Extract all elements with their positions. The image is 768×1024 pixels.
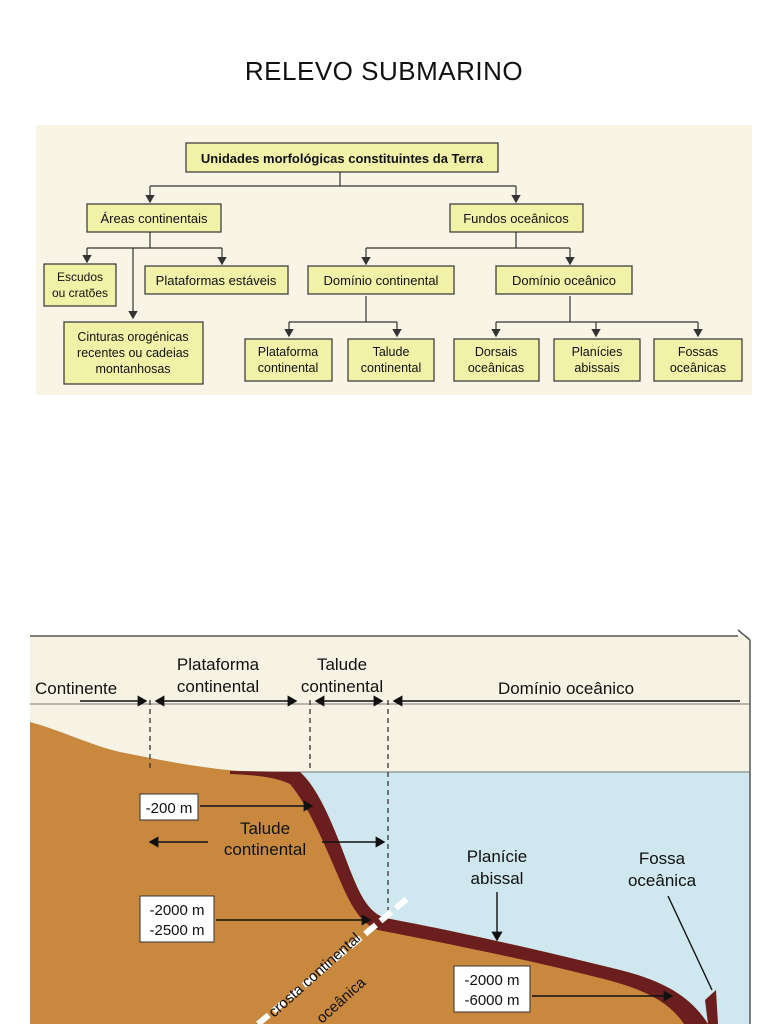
continental-shelf-box: Plataforma continental xyxy=(244,338,333,382)
orogenic-label-2: recentes ou cadeias xyxy=(77,346,189,360)
land-mass xyxy=(30,722,708,1024)
label-shelf-1: Plataforma xyxy=(177,655,260,674)
root-box: Unidades morfológicas constituintes da T… xyxy=(185,142,499,173)
shelf-label-1: Plataforma xyxy=(258,345,318,359)
continental-slope-box: Talude continental xyxy=(347,338,435,382)
depth-2000-6000-box xyxy=(453,965,531,1013)
shields-label-2: ou cratões xyxy=(52,286,108,300)
slope-label-2: continental xyxy=(361,361,421,375)
oceanic-trenches-box: Fossas oceânicas xyxy=(653,338,743,382)
shelf-label-2: continental xyxy=(258,361,318,375)
label-slope-top-1: Talude xyxy=(317,655,367,674)
shields-box: Escudos ou cratões xyxy=(43,263,117,307)
depth-2500-label: -2500 m xyxy=(149,922,204,939)
depth-2000-label: -2000 m xyxy=(149,902,204,919)
continental-areas-label: Áreas continentais xyxy=(101,211,208,226)
slope-label-1: Talude xyxy=(373,345,410,359)
continental-domain-box: Domínio continental xyxy=(307,265,455,295)
plains-label-2: abissais xyxy=(574,361,619,375)
label-slope-mid-2: continental xyxy=(224,840,306,859)
continental-areas-box: Áreas continentais xyxy=(86,203,222,233)
tree-boxes: Unidades morfológicas constituintes da T… xyxy=(43,142,743,385)
label-abyssal-2: abissal xyxy=(471,869,524,888)
depth-2000b-label: -2000 m xyxy=(464,972,519,989)
label-trench-1: Fossa xyxy=(639,849,686,868)
root-label: Unidades morfológicas constituintes da T… xyxy=(201,151,484,166)
oceanic-domain-label: Domínio oceânico xyxy=(512,273,616,288)
oceanic-domain-box: Domínio oceânico xyxy=(495,265,633,295)
stable-platforms-label: Plataformas estáveis xyxy=(156,273,277,288)
trenches-label-1: Fossas xyxy=(678,345,718,359)
ridges-label-1: Dorsais xyxy=(475,345,517,359)
plains-label-1: Planícies xyxy=(572,345,623,359)
orogenic-label-1: Cinturas orogénicas xyxy=(77,330,188,344)
orogenic-belts-box: Cinturas orogénicas recentes ou cadeias … xyxy=(63,321,204,385)
profile-diagram: Continente Plataforma continental Talude… xyxy=(30,629,751,1024)
crust-boundary xyxy=(256,895,410,1024)
label-trench-2: oceânica xyxy=(628,871,697,890)
depth-6000-label: -6000 m xyxy=(464,992,519,1009)
tree-connectors xyxy=(82,172,703,338)
label-shelf-2: continental xyxy=(177,677,259,696)
continental-domain-label: Domínio continental xyxy=(324,273,439,288)
depth-200-box xyxy=(139,793,199,821)
label-slope-mid-1: Talude xyxy=(240,819,290,838)
label-slope-top-2: continental xyxy=(301,677,383,696)
ridges-label-2: oceânicas xyxy=(468,361,524,375)
page-title: RELEVO SUBMARINO xyxy=(244,56,524,86)
shields-label-1: Escudos xyxy=(57,270,103,284)
stable-platforms-box: Plataformas estáveis xyxy=(144,265,289,295)
ocean-floors-box: Fundos oceânicos xyxy=(449,203,584,233)
abyssal-plains-box: Planícies abissais xyxy=(553,338,641,382)
ocean-floors-label: Fundos oceânicos xyxy=(463,211,569,226)
orogenic-label-3: montanhosas xyxy=(95,362,170,376)
sediment-layer xyxy=(230,771,708,1024)
depth-2000-2500-box xyxy=(139,895,215,943)
label-abyssal-1: Planície xyxy=(467,847,527,866)
trenches-label-2: oceânicas xyxy=(670,361,726,375)
depth-200-label: -200 m xyxy=(146,800,193,817)
oceanic-ridges-box: Dorsais oceânicas xyxy=(453,338,540,382)
label-continent: Continente xyxy=(35,679,117,698)
label-oceanic-domain: Domínio oceânico xyxy=(498,679,634,698)
